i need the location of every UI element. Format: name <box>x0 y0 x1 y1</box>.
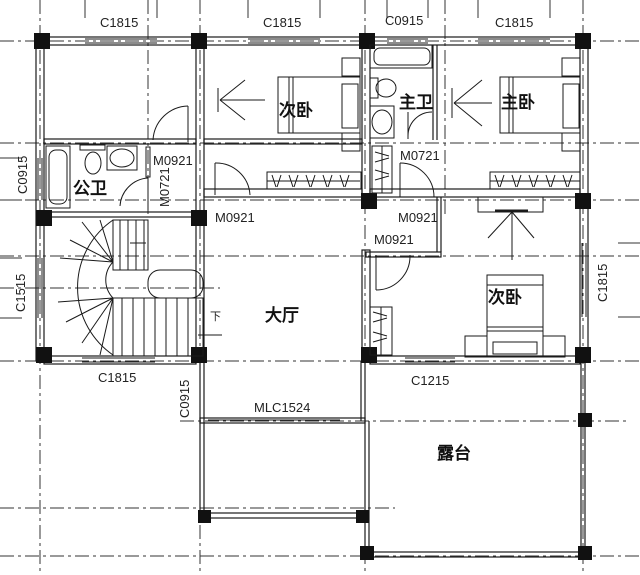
window-label: C1815 <box>100 15 139 30</box>
stair-down-marker: 下 <box>210 311 221 323</box>
window-label: C0915 <box>177 379 192 418</box>
door-label: M0921 <box>215 210 255 225</box>
structural-columns <box>34 33 592 560</box>
room-label-secondary-bedroom-2: 次卧 <box>488 288 522 308</box>
door-label: M0721 <box>157 167 172 207</box>
spiral-staircase <box>57 219 222 357</box>
window-label: C1815 <box>98 370 137 385</box>
room-label-secondary-bedroom-1: 次卧 <box>279 101 313 121</box>
window-label: C1815 <box>263 15 302 30</box>
room-label-living-hall: 大厅 <box>265 306 299 326</box>
door-swings <box>119 105 435 291</box>
master-bath-fixtures <box>369 44 433 139</box>
room-label-public-bathroom: 公卫 <box>73 179 107 199</box>
window-symbols <box>37 38 587 421</box>
room-label-terrace: 露台 <box>437 444 471 464</box>
window-label: C1815 <box>495 15 534 30</box>
window-label: C1515 <box>13 273 28 312</box>
wardrobes <box>266 145 581 356</box>
window-label: C0915 <box>15 155 30 194</box>
room-label-master-bathroom: 主卫 <box>399 93 433 113</box>
bathtub-public <box>45 144 151 209</box>
door-label: M0921 <box>153 153 193 168</box>
window-label: C1215 <box>411 373 450 388</box>
door-label: M0921 <box>398 210 438 225</box>
window-label: C0915 <box>385 13 424 28</box>
door-label: M0721 <box>400 148 440 163</box>
door-label: M0921 <box>374 232 414 247</box>
room-label-master-bedroom: 主卧 <box>501 93 535 113</box>
window-label: C1815 <box>595 263 610 302</box>
door-label: MLC1524 <box>254 400 311 415</box>
beds <box>217 57 581 358</box>
